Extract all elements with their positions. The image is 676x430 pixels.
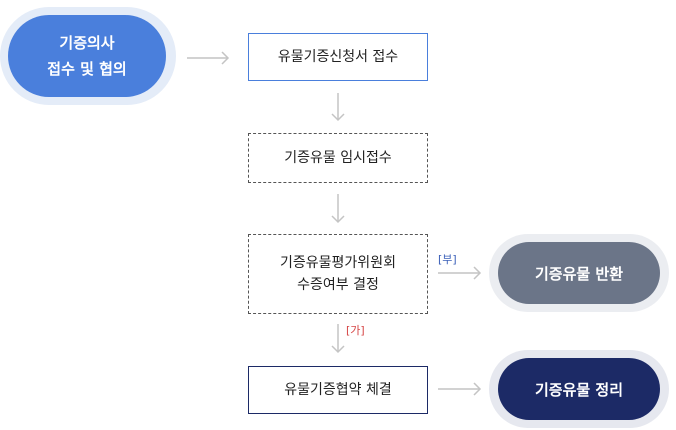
return-node: 기증유물 반환 (498, 242, 660, 304)
step-temporary-receipt-label: 기증유물 임시접수 (284, 150, 392, 166)
final-node: 기증유물 정리 (498, 358, 660, 420)
step-committee-decision: 기증유물평가위원회 수증여부 결정 (248, 234, 428, 314)
step-temporary-receipt: 기증유물 임시접수 (248, 133, 428, 183)
step-agreement: 유물기증협약 체결 (248, 366, 428, 414)
arrowhead-step3-to-return (473, 266, 482, 280)
step-agreement-label: 유물기증협약 체결 (284, 382, 392, 398)
reject-tag: [부] (438, 253, 457, 266)
step-committee-decision-label: 기증유물평가위원회 수증여부 결정 (280, 255, 396, 293)
start-node: 기증의사 접수 및 협의 (8, 15, 166, 97)
arrowhead-start-to-step1 (221, 51, 230, 65)
arrowhead-step1-to-step2 (331, 113, 345, 122)
arrowhead-step3-to-step4 (331, 345, 345, 354)
arrowhead-step2-to-step3 (331, 215, 345, 224)
arrowhead-step4-to-final (473, 382, 482, 396)
step-application-receipt-label: 유물기증신청서 접수 (277, 49, 399, 65)
final-node-label: 기증유물 정리 (534, 380, 624, 399)
approve-tag: [가] (346, 324, 365, 337)
return-node-label: 기증유물 반환 (534, 264, 624, 283)
start-node-label: 기증의사 접수 및 협의 (47, 34, 127, 78)
step-application-receipt: 유물기증신청서 접수 (248, 33, 428, 81)
